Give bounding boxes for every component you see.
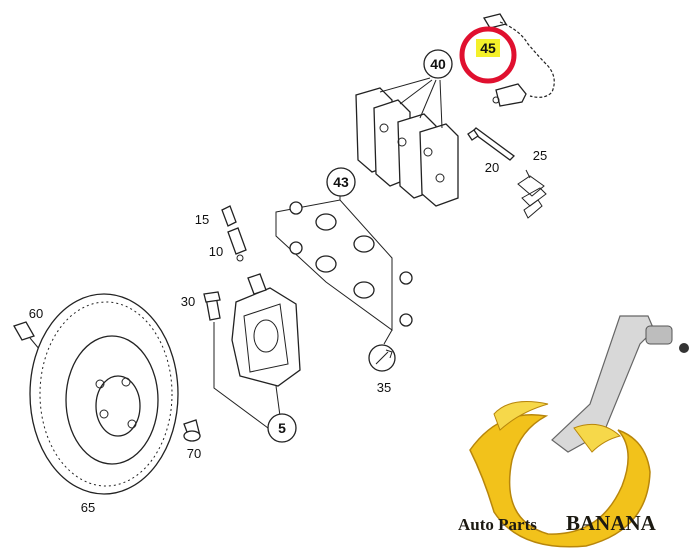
label-65: 65 (81, 500, 95, 515)
label-43: 43 (333, 174, 349, 190)
label-40: 40 (430, 56, 446, 72)
brake-pads (355, 87, 459, 207)
label-10: 10 (209, 244, 223, 259)
bubble-40: 40 (379, 49, 453, 129)
label-45: 45 (480, 40, 496, 56)
brand-line2: BANANA (566, 511, 657, 535)
wear-sensor (482, 13, 555, 107)
brand-line1: Auto Parts (458, 515, 537, 534)
brake-disc: 65 (29, 293, 179, 515)
caliper-bolt: 30 (181, 291, 221, 321)
label-70: 70 (187, 446, 201, 461)
label-15: 15 (195, 212, 209, 227)
rotor-screw: 60 (13, 306, 43, 351)
piston-kit: 43 (275, 167, 413, 331)
label-20: 20 (485, 160, 499, 175)
brand-logo: Auto Parts BANANA (458, 315, 689, 548)
label-60: 60 (29, 306, 43, 321)
label-5: 5 (278, 420, 286, 436)
bleeder-parts: 15 10 (195, 205, 247, 262)
label-25: 25 (533, 148, 547, 163)
spring-clip: 25 (517, 148, 547, 219)
highlight-45: 45 (459, 26, 517, 84)
label-35: 35 (377, 380, 391, 395)
label-30: 30 (181, 294, 195, 309)
guide-pin: 20 (467, 127, 515, 175)
brake-caliper: 5 (213, 273, 301, 443)
disc-screw: 70 (183, 419, 201, 461)
repair-kit-symbol: 35 (368, 329, 396, 395)
